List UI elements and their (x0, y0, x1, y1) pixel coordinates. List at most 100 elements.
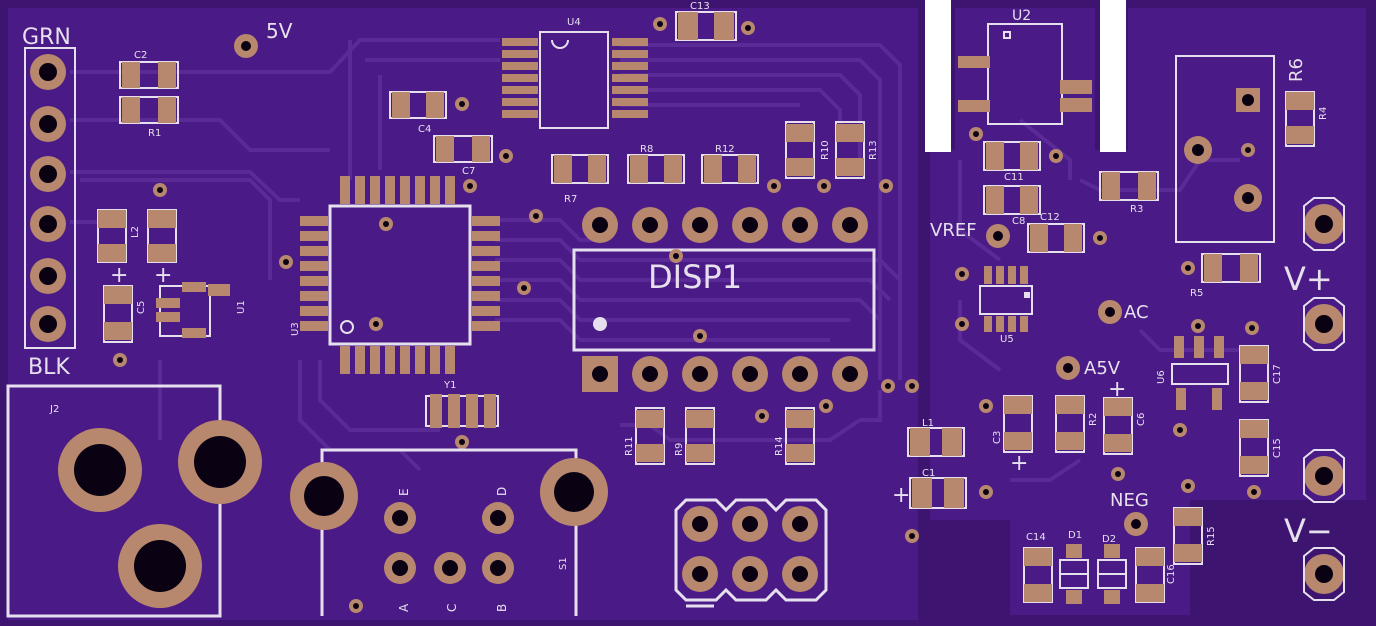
component-c14 (1023, 547, 1053, 603)
label-5v: 5V (266, 19, 293, 43)
ref-r1: R1 (148, 128, 161, 139)
component-c13 (675, 11, 737, 41)
ref-u3: U3 (290, 322, 301, 336)
component-s1 (290, 448, 608, 616)
component-c4 (389, 91, 447, 119)
component-r5 (1201, 253, 1261, 283)
component-u2 (958, 23, 1092, 125)
ref-c4: C4 (418, 124, 431, 135)
ref-c14: C14 (1026, 532, 1046, 543)
switch-pin-c: C (445, 604, 459, 612)
component-r4 (1285, 91, 1315, 147)
component-c12 (1027, 223, 1085, 253)
ref-r7: R7 (564, 194, 577, 205)
component-u5 (979, 266, 1033, 332)
ref-c16: C16 (1166, 564, 1177, 584)
plus-marker: + (1010, 451, 1028, 476)
plus-marker: + (892, 483, 910, 508)
plus-marker: + (1108, 377, 1126, 402)
ref-d2: D2 (1102, 534, 1116, 545)
label-grn: GRN (22, 25, 71, 50)
label-ac: AC (1124, 302, 1149, 323)
ref-c2: C2 (134, 50, 147, 61)
label-neg: NEG (1110, 490, 1149, 511)
ref-u1: U1 (236, 300, 247, 314)
label-blk: BLK (28, 355, 70, 380)
switch-pin-a: A (397, 603, 411, 612)
switch-pin-d: D (495, 487, 509, 496)
component-j2 (6, 384, 262, 618)
component-r2 (1055, 395, 1085, 453)
component-r7 (551, 154, 609, 184)
component-c15 (1239, 419, 1269, 477)
ref-l1: L1 (922, 418, 934, 429)
ref-c12: C12 (1040, 212, 1060, 223)
switch-pin-e: E (397, 488, 411, 496)
component-c11 (983, 141, 1041, 171)
ref-c7: C7 (462, 166, 475, 177)
ref-u6: U6 (1156, 370, 1167, 384)
component-u6 (1171, 336, 1229, 410)
component-d1 (1059, 544, 1089, 604)
ref-r6: R6 (1286, 58, 1307, 82)
ref-u5: U5 (1000, 334, 1014, 345)
connector-header-left (24, 47, 76, 349)
component-r10 (785, 121, 815, 179)
component-l2 (97, 209, 127, 263)
ref-c8: C8 (1012, 216, 1025, 227)
label-vplus: V+ (1284, 260, 1333, 298)
label-disp1: DISP1 (648, 258, 742, 296)
ref-r9: R9 (674, 443, 685, 456)
component-r3 (1099, 171, 1159, 201)
ref-c6: C6 (1136, 413, 1147, 426)
component-c2 (119, 61, 179, 89)
ref-j2: J2 (49, 404, 59, 415)
label-a5v: A5V (1084, 358, 1121, 379)
component-c7 (433, 135, 493, 163)
component-r9 (685, 407, 715, 465)
ref-d1: D1 (1068, 530, 1082, 541)
component-d2 (1097, 544, 1127, 604)
board-slot (925, 0, 951, 152)
component-c1 (909, 477, 967, 509)
component-r12 (701, 154, 759, 184)
ref-y1: Y1 (443, 380, 456, 391)
ref-c11: C11 (1004, 172, 1024, 183)
ref-r12: R12 (715, 144, 735, 155)
ref-r10: R10 (820, 140, 831, 160)
ref-r13: R13 (868, 140, 879, 160)
ref-c15: C15 (1272, 438, 1283, 458)
plus-marker: + (154, 263, 172, 288)
ref-r8: R8 (640, 144, 653, 155)
component-c3 (1003, 395, 1033, 453)
component-u1 (156, 282, 230, 338)
switch-pin-b: B (495, 604, 509, 612)
ref-l2: L2 (130, 226, 141, 238)
component-y1 (425, 394, 499, 428)
component-r6 (1175, 55, 1275, 243)
component-r8 (627, 154, 685, 184)
component-r13 (835, 121, 865, 179)
component-c-unlabeled (147, 209, 177, 263)
board-slot (1100, 0, 1126, 152)
component-c6 (1103, 397, 1133, 455)
ref-c17: C17 (1272, 364, 1283, 384)
ref-r11: R11 (624, 436, 635, 456)
component-r11 (635, 407, 665, 465)
ref-u2: U2 (1012, 8, 1031, 24)
ref-r2: R2 (1088, 413, 1099, 426)
component-r14 (785, 407, 815, 465)
component-r15 (1173, 507, 1203, 565)
terminal-block-right (1303, 197, 1345, 601)
component-c16 (1135, 547, 1165, 603)
component-disp1 (572, 207, 876, 392)
component-c17 (1239, 345, 1269, 403)
ref-c3: C3 (992, 431, 1003, 444)
component-c8 (983, 185, 1041, 215)
ref-c13: C13 (690, 1, 710, 12)
label-vref: VREF (930, 220, 977, 241)
ref-r3: R3 (1130, 204, 1143, 215)
ref-r15: R15 (1206, 526, 1217, 546)
